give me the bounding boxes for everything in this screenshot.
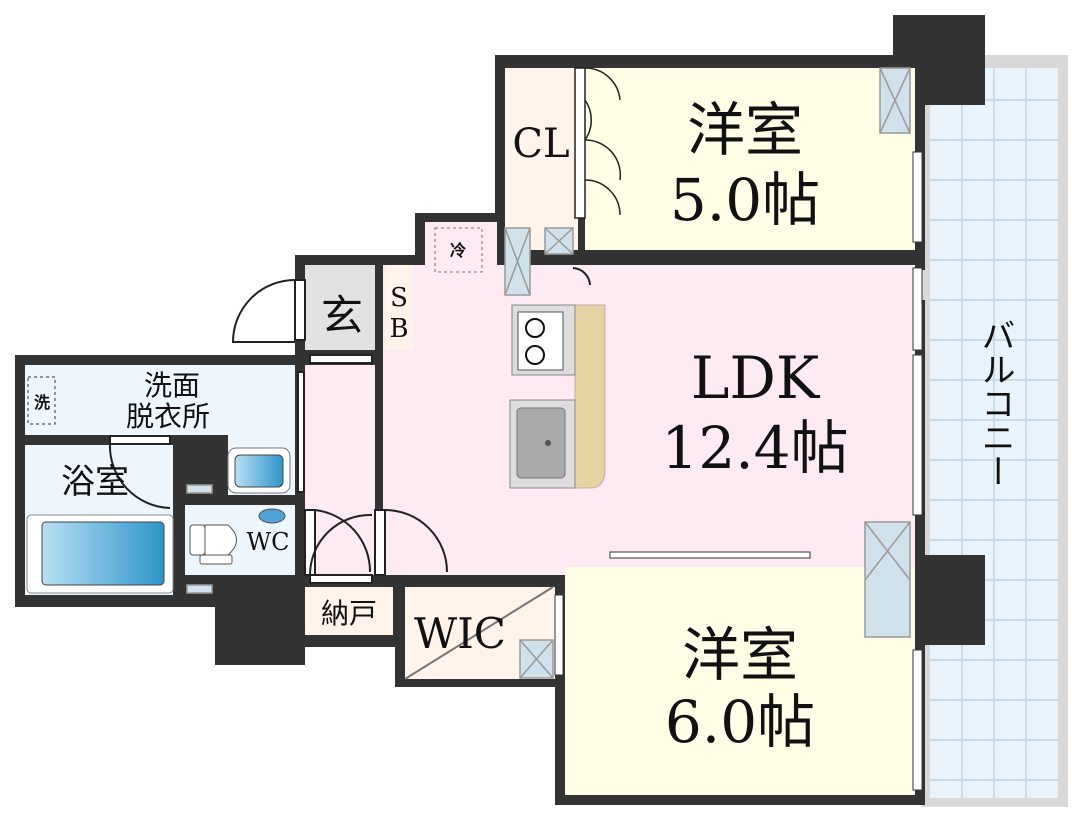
shoebox-label-b: B [389, 314, 408, 344]
wic-diagonal [404, 586, 554, 680]
washroom-label-2: 脱衣所 [126, 400, 210, 433]
windows [554, 151, 923, 791]
washroom-label-1: 洗面 [144, 369, 200, 402]
ldk-size: 12.4帖 [661, 414, 848, 482]
entrance-door[interactable] [231, 279, 306, 343]
washbasin-icon [227, 447, 291, 494]
interior-doors[interactable] [108, 267, 591, 584]
bedroom2-size: 6.0帖 [665, 688, 815, 756]
entrance-floor [305, 265, 375, 350]
refrigerator-space [434, 227, 483, 273]
bedroom2-name: 洋室 [682, 621, 798, 689]
toilet-icon [189, 508, 286, 565]
bedroom2-floor [565, 567, 915, 795]
kitchen [509, 304, 606, 489]
closet-label: CL [512, 121, 569, 167]
washer-space [27, 376, 56, 425]
bedroom1-floor [585, 68, 915, 250]
hallway-floor [305, 365, 375, 575]
balcony [922, 55, 1068, 807]
entrance-label: 玄 [321, 291, 363, 340]
washer-label: 洗 [34, 393, 50, 412]
bedroom1-size: 5.0帖 [670, 166, 820, 234]
ldk-name: LDK [691, 344, 821, 412]
storage-label: 納戸 [321, 597, 377, 630]
balcony-label: バルコニー [975, 318, 1015, 488]
shoebox-label-s: S [390, 283, 408, 313]
closet-floor [505, 68, 578, 250]
fridge-label: 冷 [450, 241, 466, 260]
wic-label: WIC [414, 609, 506, 658]
closet-doors[interactable] [574, 67, 622, 219]
shoebox-floor [385, 265, 413, 350]
bathtub-icon [26, 514, 174, 594]
storage-floor [305, 587, 393, 635]
bathroom-label: 浴室 [61, 462, 129, 502]
washroom-floor [25, 365, 295, 435]
bedroom1-name: 洋室 [687, 96, 803, 164]
pipe-spaces [186, 67, 911, 679]
toilet-label: WC [246, 528, 289, 556]
